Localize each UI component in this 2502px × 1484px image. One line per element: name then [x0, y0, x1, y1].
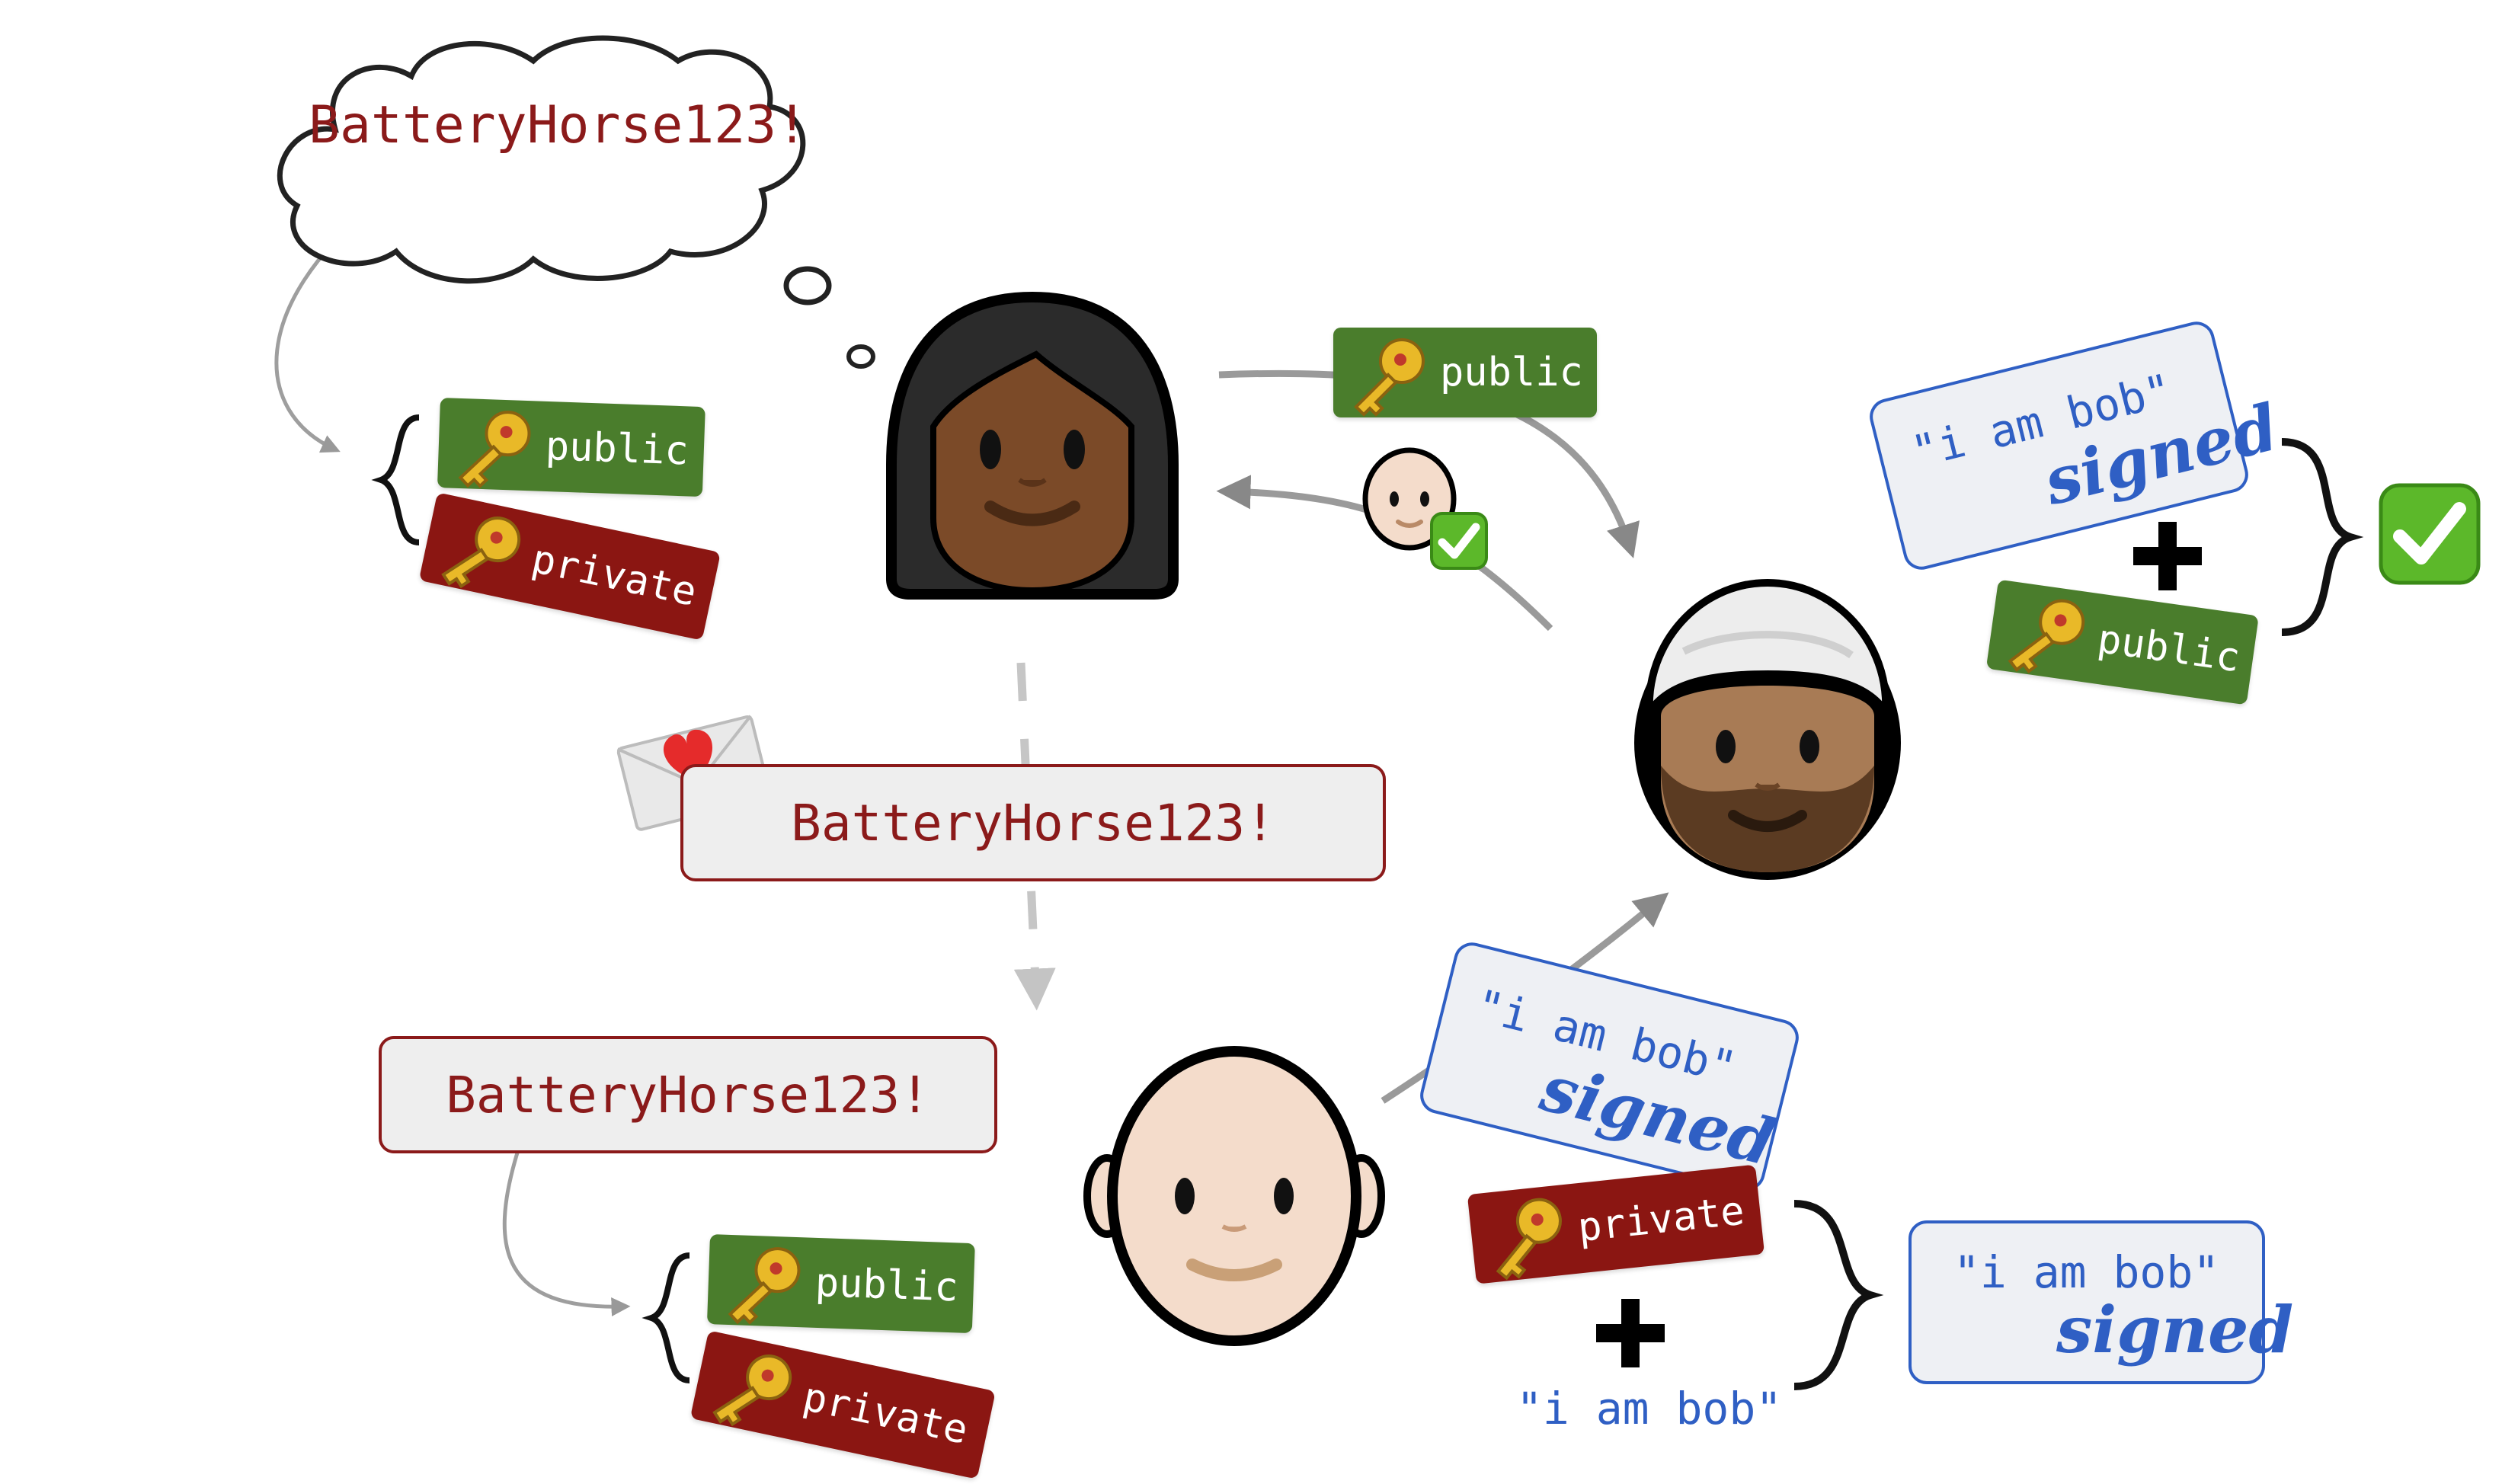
key-icon — [1354, 338, 1425, 417]
message-password-box: BatteryHorse123! — [680, 764, 1386, 881]
key-icon — [712, 1354, 792, 1427]
private-label: private — [527, 536, 701, 616]
thought-bubble — [277, 35, 832, 305]
woman-face-icon — [886, 291, 1179, 600]
curly-brace-icon — [371, 414, 420, 545]
alice-public-key-tag: public — [437, 398, 705, 497]
arrow-password-to-keys — [502, 1150, 631, 1317]
plus-icon — [2133, 522, 2202, 590]
signed-label: signed — [2056, 1292, 2294, 1367]
plus-icon — [1596, 1299, 1665, 1367]
verifier-public-key-tag: public — [1985, 579, 2259, 705]
check-mark-button-icon — [2379, 483, 2481, 585]
key-icon — [2008, 599, 2085, 674]
bob-plain-quote: "i am bob" — [1516, 1383, 1783, 1434]
incoming-public-key-tag: public — [1333, 328, 1597, 417]
key-icon — [1496, 1198, 1562, 1281]
key-icon — [458, 411, 531, 488]
thought-bubble-dot — [846, 344, 875, 369]
bob-signing-private-key-tag: private — [1467, 1164, 1765, 1284]
curly-brace-icon — [641, 1252, 690, 1383]
public-label: public — [2094, 616, 2243, 682]
public-label: public — [544, 423, 689, 475]
signed-quote: "i am bob" — [1953, 1246, 2220, 1298]
bob-password: BatteryHorse123! — [446, 1065, 930, 1124]
thought-password: BatteryHorse123! — [309, 95, 808, 155]
curly-brace-icon — [1793, 1200, 1884, 1390]
curly-brace-icon — [2281, 438, 2364, 636]
bob-public-key-tag: public — [706, 1234, 975, 1334]
check-mark-button-icon — [1430, 512, 1488, 570]
bob-password-box: BatteryHorse123! — [379, 1036, 997, 1153]
key-icon — [441, 517, 521, 589]
private-label: private — [1576, 1188, 1747, 1252]
key-icon — [728, 1247, 801, 1325]
man-turban-face-icon — [1634, 578, 1901, 880]
private-label: private — [798, 1374, 972, 1454]
alice-private-key-tag: private — [418, 492, 721, 641]
bald-man-face-icon — [1083, 1046, 1385, 1346]
bob-private-key-tag: private — [689, 1330, 996, 1479]
message-password: BatteryHorse123! — [791, 793, 1275, 852]
public-label: public — [1440, 350, 1583, 395]
bob-result-signed-card: "i am bob" signed — [1908, 1220, 2293, 1384]
public-label: public — [814, 1259, 959, 1311]
